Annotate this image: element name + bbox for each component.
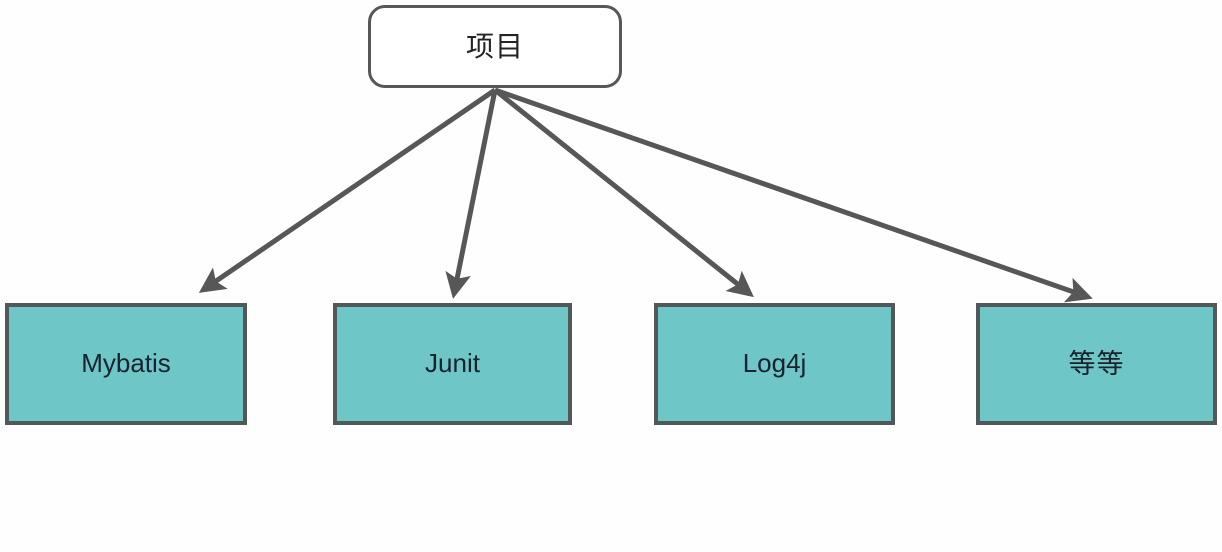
node-project[interactable]: 项目 [368, 5, 622, 88]
node-dengdeng-label: 等等 [1068, 348, 1125, 379]
node-log4j-label: Log4j [742, 348, 807, 379]
node-mybatis-label: Mybatis [81, 348, 171, 379]
node-mybatis[interactable]: Mybatis [5, 303, 247, 425]
edge-root-to-junit [445, 89, 498, 299]
node-junit-label: Junit [425, 348, 480, 379]
edge-root-to-dengdeng [494, 87, 1093, 303]
node-log4j[interactable]: Log4j [654, 303, 895, 425]
node-junit[interactable]: Junit [333, 303, 572, 425]
edge-root-to-log4j [493, 88, 754, 298]
node-dengdeng[interactable]: 等等 [976, 303, 1217, 425]
edge-root-to-mybatis [198, 87, 497, 293]
node-project-label: 项目 [465, 30, 524, 62]
